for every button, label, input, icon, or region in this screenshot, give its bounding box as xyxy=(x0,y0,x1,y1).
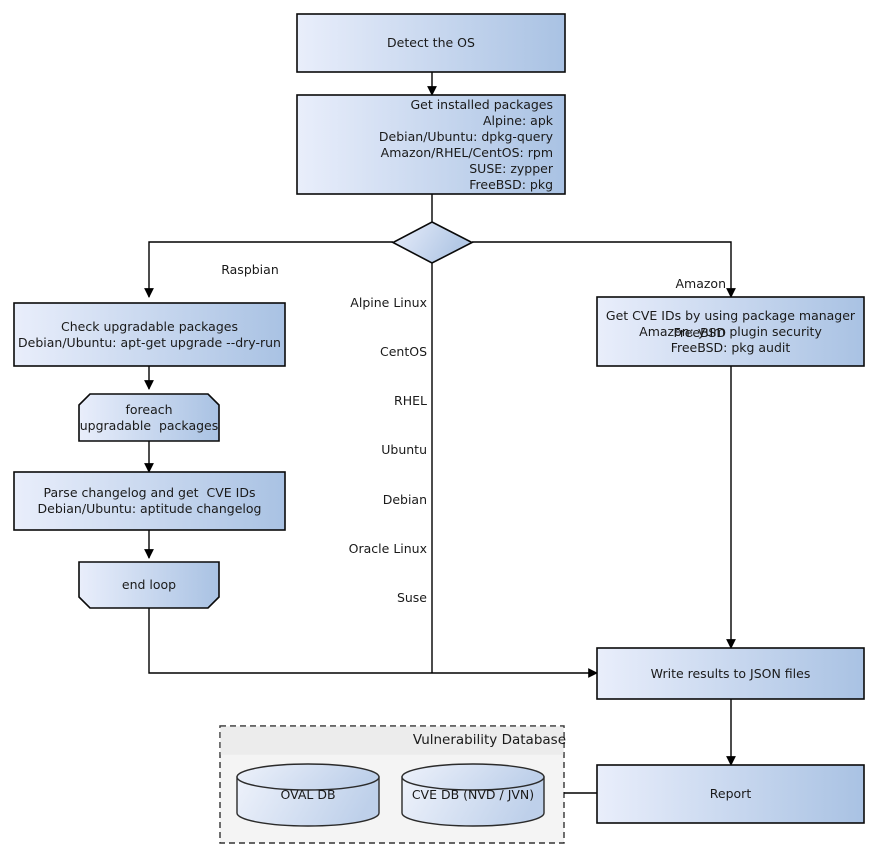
distro-1: CentOS xyxy=(379,344,427,360)
distro-4: Debian xyxy=(382,491,427,507)
distro-3: Ubuntu xyxy=(381,442,427,458)
distro-2: RHEL xyxy=(394,393,427,409)
distro-0: Amazon xyxy=(675,275,726,291)
db-label-cve: CVE DB (NVD / JVN) xyxy=(411,787,535,802)
distro-0: Alpine Linux xyxy=(350,294,427,310)
edge-label-middle-distros: Alpine Linux CentOS RHEL Ubuntu Debian O… xyxy=(300,262,427,639)
edge-label-raspbian: Raspbian xyxy=(221,262,279,277)
edge-label-right-distros: Amazon FreeBSD xyxy=(600,243,726,374)
distro-5: Oracle Linux xyxy=(348,540,427,556)
group-title-vulnerability-database: Vulnerability Database xyxy=(412,732,566,748)
distro-1: FreeBSD xyxy=(673,325,726,341)
distro-6: Suse xyxy=(396,590,427,606)
db-label-oval: OVAL DB xyxy=(280,787,336,802)
